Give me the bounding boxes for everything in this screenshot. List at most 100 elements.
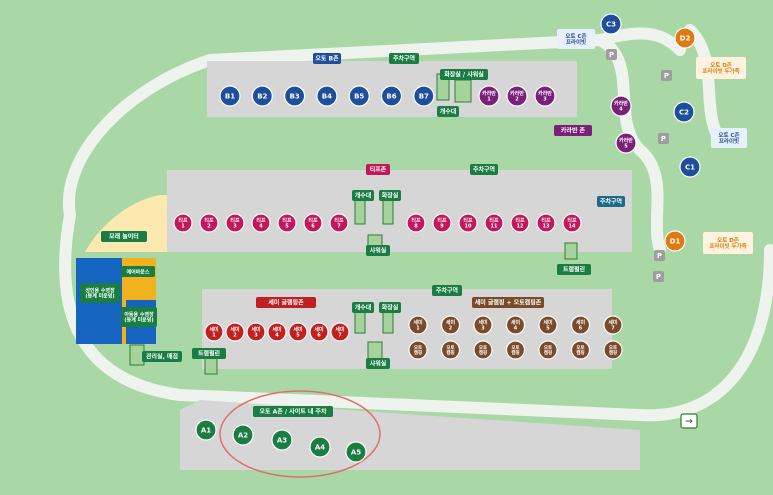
semi-site-2[interactable] [225,322,245,342]
zone-c-private-tag-top [557,29,595,49]
auto-camping-site-7[interactable] [603,340,623,360]
auto-camping-site-5[interactable] [538,340,558,360]
site-b1[interactable] [219,85,241,107]
facility-building [204,357,218,375]
site-b1-label: B1 [225,92,235,100]
exit-arrow: → [685,417,693,427]
semi-auto-site-4[interactable] [505,315,526,335]
semi-site-3[interactable] [246,322,266,342]
semi-auto-site-3[interactable] [473,315,493,335]
sink-tag-b-text: 개수대 [440,108,457,116]
kids-pool-tag-text: 아동용 수영장(동계 미운영) [124,311,154,324]
office-tag [142,351,182,362]
caravan-4[interactable] [610,95,632,117]
semi-site-4[interactable] [267,322,287,342]
tee-site-8[interactable] [406,213,426,233]
toilet-tag-semi-text: 화장실 [382,304,399,312]
tee-site-9[interactable] [432,213,452,233]
semi-auto-site-1[interactable] [408,315,428,335]
site-a3[interactable] [271,429,293,451]
tee-site-13[interactable] [536,213,556,233]
zone-a-area [180,400,640,470]
site-b5-label: B5 [354,92,364,100]
tee-site-3[interactable] [225,213,245,233]
tee-site-12[interactable] [510,213,530,233]
parking-icon-letter: P [657,252,662,260]
sand-play-area [85,195,167,252]
site-b7[interactable] [413,85,435,107]
site-a4[interactable] [309,436,331,458]
air-house-tag-text: 에어바운스 [126,268,149,275]
tee-site-10[interactable] [458,213,478,233]
semi-auto-site-6[interactable] [570,315,591,335]
tee-site-5[interactable] [277,213,297,233]
semi-site-7[interactable] [330,322,350,342]
tee-site-11[interactable] [484,213,504,233]
tee-site-1[interactable] [173,213,193,233]
toilet-tag-semi [379,302,401,313]
site-d2[interactable] [674,27,696,49]
site-b6[interactable] [380,85,403,107]
shower-tag-semi-text: 샤워실 [370,360,387,368]
semi-glamping-tag [256,297,316,308]
site-b4[interactable] [316,85,338,107]
toilet-tag-tee [379,190,401,201]
auto-camping-site-2[interactable] [440,340,461,360]
adult-pool-tag [80,283,120,303]
site-b3[interactable] [284,85,306,107]
site-a2[interactable] [232,424,254,446]
trampoline-tag-east [557,264,591,275]
site-b5[interactable] [348,85,370,107]
parking-icon [654,250,665,261]
site-a5-label: A5 [351,448,361,456]
exit-icon[interactable]: → [680,413,698,429]
site-b2[interactable] [251,85,273,107]
zone-a-tag-text: 오토 A존 / 사이트 내 주차 [260,408,327,416]
semi-auto-site-5[interactable] [538,315,558,335]
shower-tag-tee-text: 샤워실 [370,247,387,255]
site-a1[interactable] [195,419,217,441]
parking-area-tag-b-text: 주차구역 [393,55,415,63]
caravan-1[interactable] [478,85,500,107]
parking-icon [658,133,669,144]
semi-site-6[interactable] [309,322,329,342]
parking-area-tag-b [389,53,419,64]
tee-site-6[interactable] [303,213,323,233]
caravan-3[interactable] [534,85,556,107]
caravan-5[interactable] [615,132,637,154]
site-a3-label: A3 [277,436,287,444]
site-c3[interactable] [600,13,622,35]
semi-site-1[interactable] [204,322,224,342]
site-d1[interactable] [664,230,686,252]
site-c2[interactable] [673,101,695,123]
semi-auto-tag [472,297,544,308]
tee-site-2[interactable] [199,213,219,233]
site-a5[interactable] [345,441,367,463]
site-c1[interactable] [679,156,701,178]
tee-site-4[interactable] [251,213,271,233]
semi-auto-site-7[interactable] [603,315,623,335]
road-network [59,24,773,422]
site-c2-label: C2 [679,108,689,116]
semi-site-5[interactable] [288,322,308,342]
caravan-2[interactable] [506,85,528,107]
shower-tag-semi [366,358,390,369]
semi-auto-site-2[interactable] [440,315,461,335]
auto-camping-site-4[interactable] [505,340,526,360]
tee-site-14[interactable] [562,213,582,233]
site-a2-label: A2 [238,431,248,439]
tee-site-7[interactable] [329,213,349,233]
auto-camping-site-1[interactable] [408,340,428,360]
auto-camping-site-6[interactable] [570,340,591,360]
semi-glamping-tag-text: 세미 글램핑존 [268,299,304,307]
auto-camping-site-3[interactable] [473,340,493,360]
